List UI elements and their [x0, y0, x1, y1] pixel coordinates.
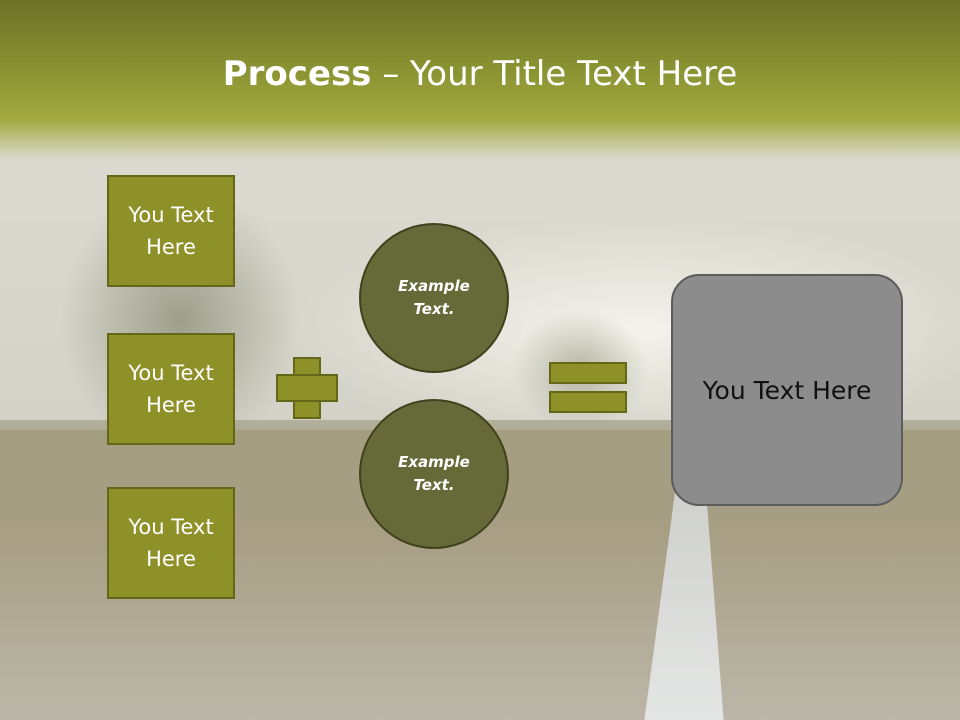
result-label: You Text Here [702, 375, 872, 405]
title-strong: Process [222, 54, 372, 94]
circle-label: Example Text. [398, 453, 470, 494]
text-box-2[interactable]: You Text Here [107, 333, 235, 445]
background-trees-far [480, 280, 680, 440]
circle-label: Example Text. [398, 277, 470, 318]
example-circle-1[interactable]: Example Text. [359, 223, 509, 373]
title-rest: – Your Title Text Here [371, 54, 738, 94]
equals-top-bar [549, 362, 627, 384]
result-box[interactable]: You Text Here [671, 274, 903, 506]
equals-bottom-bar [549, 391, 627, 413]
text-box-1[interactable]: You Text Here [107, 175, 235, 287]
slide-title[interactable]: Process – Your Title Text Here [0, 52, 960, 96]
text-box-label: You Text Here [128, 361, 214, 417]
example-circle-2[interactable]: Example Text. [359, 399, 509, 549]
text-box-label: You Text Here [128, 515, 214, 571]
plus-center [295, 376, 319, 400]
header-band [0, 0, 960, 160]
text-box-3[interactable]: You Text Here [107, 487, 235, 599]
text-box-label: You Text Here [128, 203, 214, 259]
